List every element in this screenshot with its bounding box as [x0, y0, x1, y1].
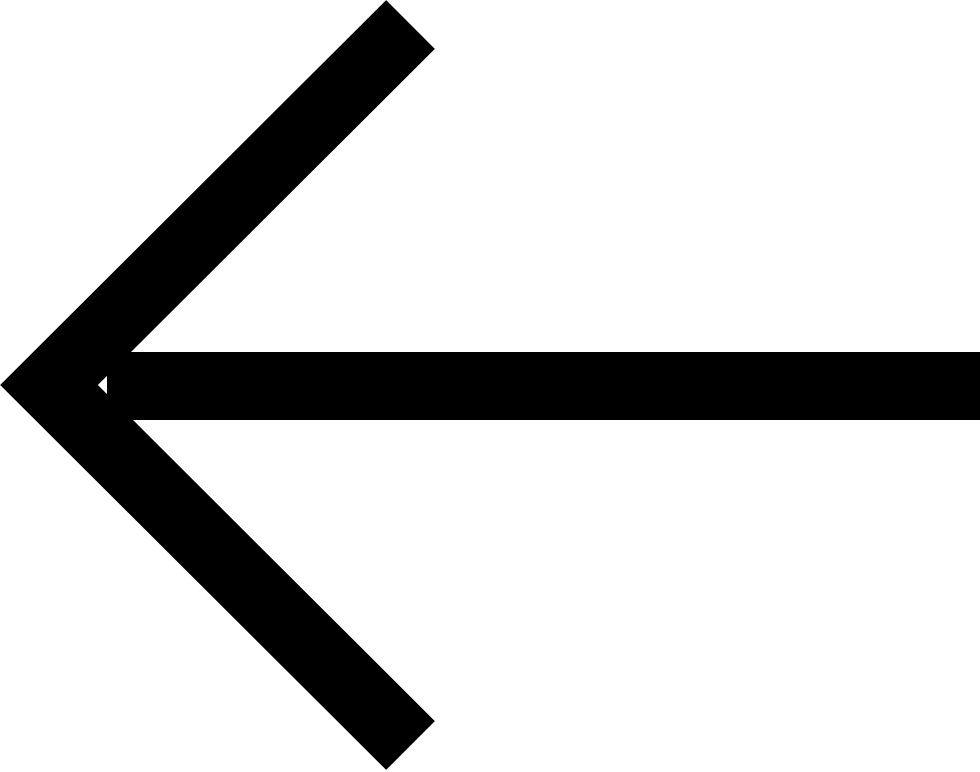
arrow-shaft: [107, 352, 980, 420]
arrow-head-chevron: [0, 0, 435, 770]
